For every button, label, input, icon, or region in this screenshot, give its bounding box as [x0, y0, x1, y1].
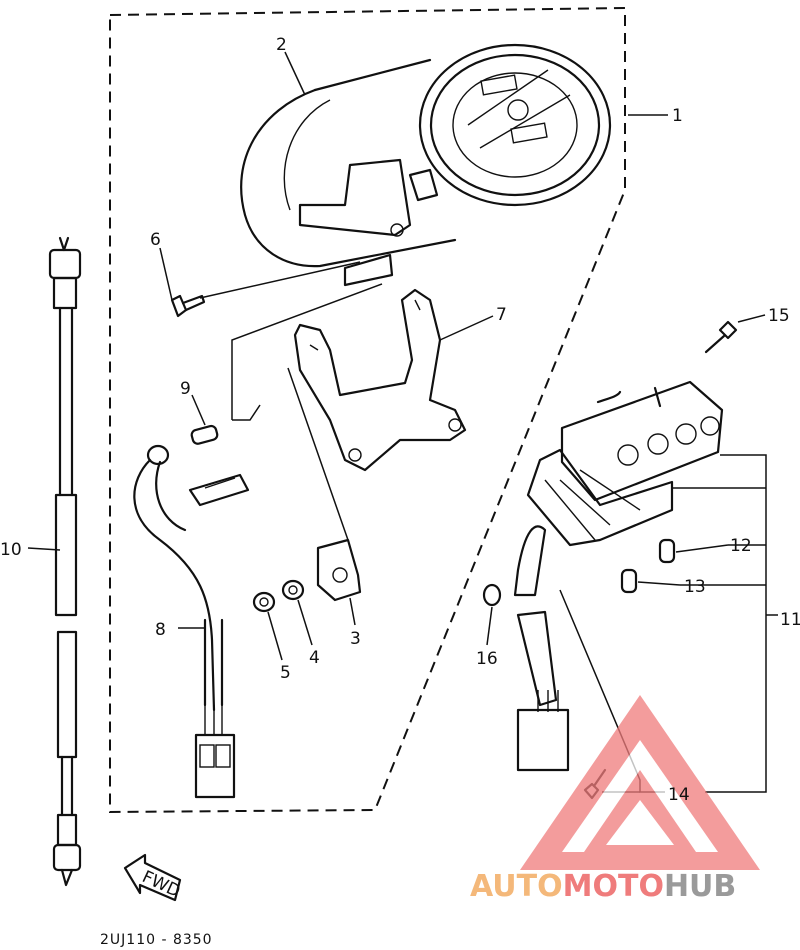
screw-15	[704, 320, 738, 354]
callout-11: 11	[780, 610, 800, 630]
watermark-part-auto: AUTO	[470, 869, 563, 904]
watermark-wordmark: AUTOMOTOHUB	[470, 869, 736, 904]
screw-6	[170, 294, 206, 318]
watermark-part-hub: HUB	[664, 869, 736, 904]
callout-6: 6	[150, 230, 161, 250]
speedometer	[240, 43, 612, 287]
harness-8	[133, 444, 250, 799]
bulb-9	[190, 424, 219, 445]
washer-4	[281, 579, 305, 601]
bracket	[293, 288, 467, 472]
callout-8: 8	[155, 620, 166, 640]
bulb-12	[658, 538, 676, 564]
assembly-boundary	[109, 6, 626, 814]
callout-16: 16	[476, 649, 498, 669]
indicator-housing	[513, 380, 724, 772]
fwd-label: FWD	[139, 867, 183, 902]
callout-15: 15	[768, 306, 790, 326]
drawing-code: 2UJ110 - 8350	[100, 932, 213, 948]
callout-2: 2	[276, 35, 287, 55]
callout-5: 5	[280, 663, 291, 683]
callout-1: 1	[672, 106, 683, 126]
speedometer-cable	[48, 236, 82, 887]
callout-14: 14	[668, 785, 690, 805]
washer-5	[252, 591, 276, 613]
callout-10: 10	[0, 540, 22, 560]
callout-7: 7	[496, 305, 507, 325]
callout-12: 12	[730, 536, 752, 556]
damper-3	[316, 538, 362, 602]
fwd-arrow	[123, 853, 182, 902]
callout-9: 9	[180, 379, 191, 399]
watermark-part-moto: MOTO	[563, 869, 664, 904]
callout-4: 4	[309, 648, 320, 668]
bulb-13	[620, 568, 638, 594]
watermark-logo	[520, 695, 760, 870]
callout-3: 3	[350, 629, 361, 649]
grommet-16	[482, 583, 502, 607]
callout-13: 13	[684, 577, 706, 597]
